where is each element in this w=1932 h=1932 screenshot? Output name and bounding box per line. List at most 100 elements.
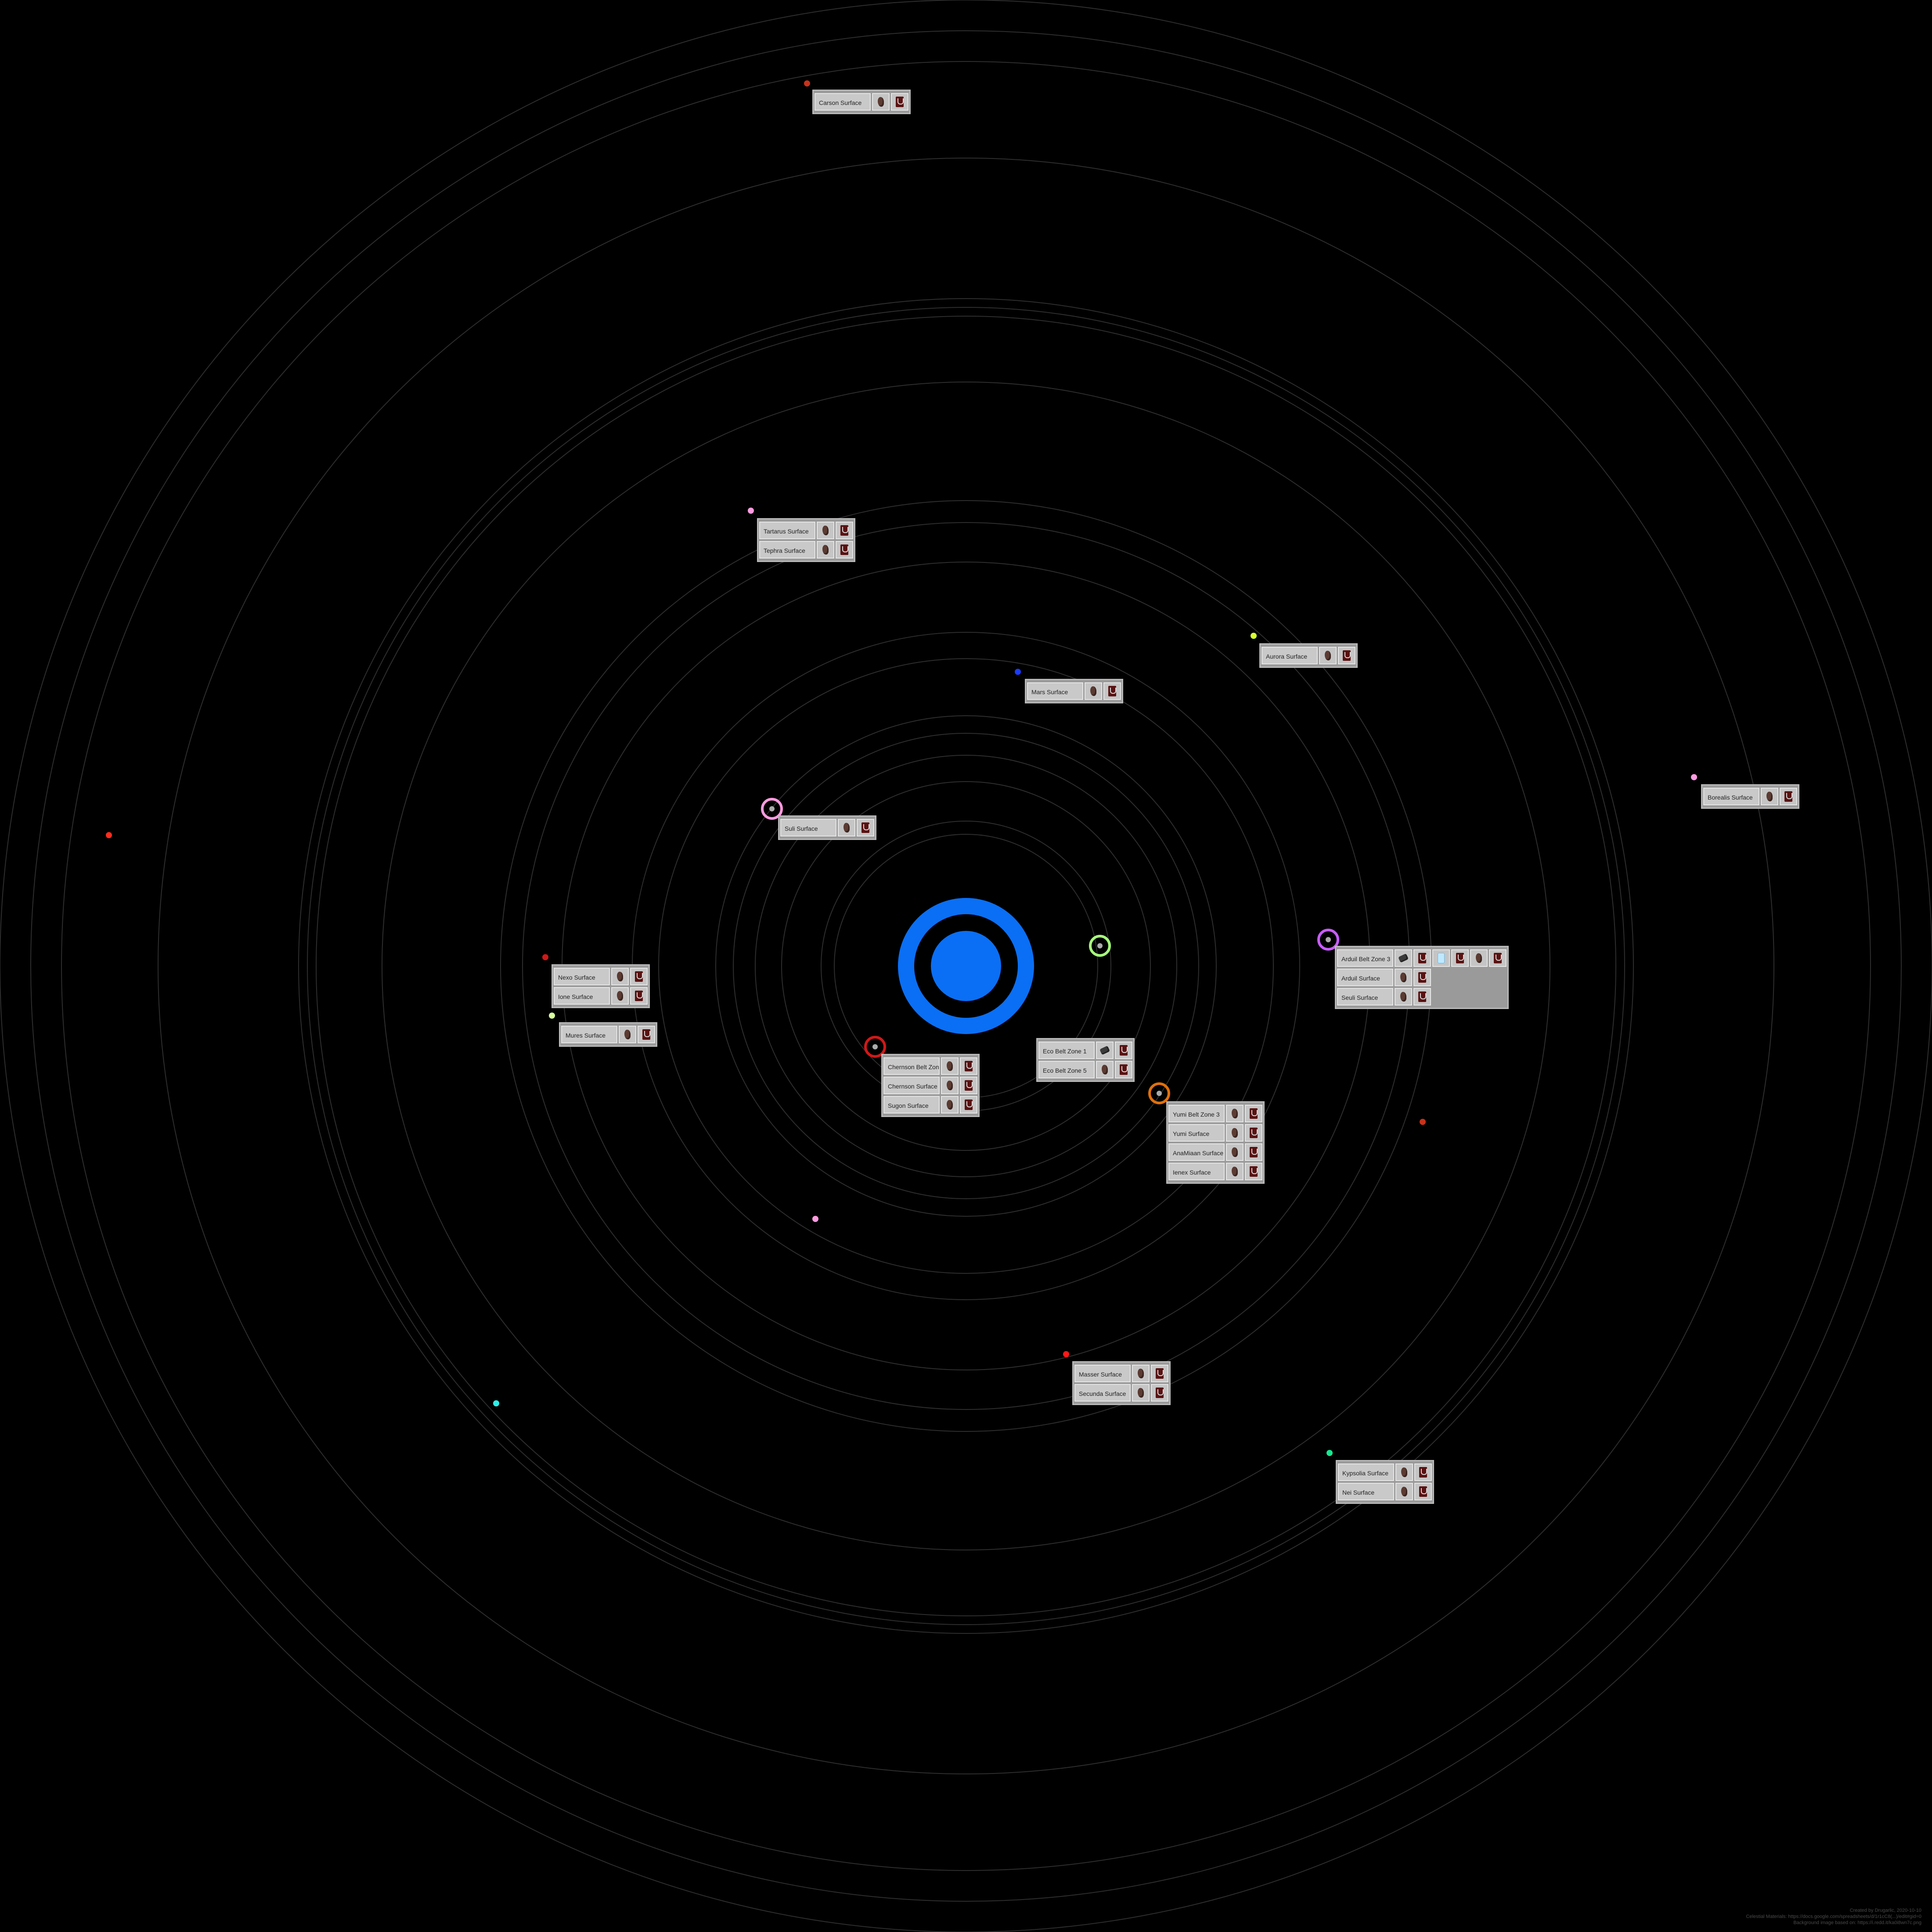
location-row[interactable]: Ienex Surface [1168,1162,1262,1181]
deposit-icon [1451,949,1469,967]
location-row[interactable]: Arduil Belt Zone 3 [1337,949,1507,967]
location-row[interactable]: Arduil Surface [1337,968,1507,987]
location-row[interactable]: Tartarus Surface [759,521,853,540]
resource-card: Mures Surface [559,1022,657,1047]
location-label: Tephra Surface [759,541,815,559]
ore-icon [817,522,834,539]
ore-icon [1226,1105,1244,1122]
ore-icon [1761,788,1778,805]
credit-line: Background image based on: https://i.red… [1793,1920,1921,1925]
location-row[interactable]: Ione Surface [554,987,648,1005]
deposit-icon [630,987,648,1005]
ore-icon [1132,1384,1150,1402]
ore-icon [1096,1042,1114,1059]
planet-marker[interactable] [549,1013,555,1019]
ore-icon [1226,1143,1244,1161]
planet-marker[interactable] [1691,774,1697,780]
location-row[interactable]: Aurora Surface [1262,646,1355,665]
ore-icon [1132,1365,1150,1382]
planet-marker[interactable] [1063,1351,1069,1357]
location-label: AnaMiaan Surface [1168,1143,1225,1161]
location-label: Chernson Belt Zone 1 [883,1057,940,1075]
credit-line: Created by Drugarlic, 2020-10-10 [1849,1908,1921,1913]
orbit-ring [781,781,1151,1151]
location-row[interactable]: Yumi Belt Zone 3 [1168,1104,1262,1123]
deposit-icon [1115,1061,1132,1078]
planet-marker[interactable] [1251,633,1257,639]
location-row[interactable]: Mures Surface [561,1025,655,1044]
location-row[interactable]: Mars Surface [1027,682,1121,700]
planet-marker[interactable] [812,1216,818,1222]
planet-marker[interactable] [493,1400,499,1406]
credit-line: Celestial Materials: https://docs.google… [1746,1914,1921,1919]
location-row[interactable]: Carson Surface [815,93,908,111]
planet-marker[interactable] [1089,935,1111,957]
orbit-ring [61,61,1871,1871]
ore-icon [611,987,629,1005]
deposit-icon [630,968,648,985]
planet-marker[interactable] [1420,1119,1426,1125]
planet-marker[interactable] [864,1036,886,1058]
location-row[interactable]: Yumi Surface [1168,1124,1262,1142]
location-row[interactable]: Secunda Surface [1074,1384,1168,1402]
location-row[interactable]: Chernson Surface [883,1076,977,1095]
location-row[interactable]: Eco Belt Zone 5 [1038,1060,1132,1079]
location-label: Aurora Surface [1262,647,1318,664]
planet-marker[interactable] [748,508,754,514]
ore-icon [872,93,890,111]
deposit-icon [1489,949,1507,967]
planet-marker[interactable] [1015,669,1021,675]
orbit-ring [715,715,1217,1217]
resource-card: Mars Surface [1025,679,1123,703]
location-label: Secunda Surface [1074,1384,1131,1402]
deposit-icon [1151,1384,1168,1402]
planet-marker[interactable] [1148,1082,1170,1104]
location-row[interactable]: Suli Surface [780,818,874,837]
location-row[interactable]: Kypsolia Surface [1338,1463,1432,1481]
location-row[interactable]: Eco Belt Zone 1 [1038,1041,1132,1060]
location-row[interactable]: Tephra Surface [759,541,853,559]
planet-marker[interactable] [804,80,810,87]
location-row[interactable]: AnaMiaan Surface [1168,1143,1262,1161]
location-label: Seuli Surface [1337,988,1393,1006]
deposit-icon [1245,1105,1262,1122]
ore-icon [1085,682,1102,700]
ore-icon [611,968,629,985]
location-label: Nei Surface [1338,1483,1394,1500]
location-row[interactable]: Masser Surface [1074,1364,1168,1383]
planet-marker[interactable] [761,798,783,820]
location-label: Eco Belt Zone 1 [1038,1042,1095,1059]
resource-card: Carson Surface [812,90,911,114]
planet-marker[interactable] [542,954,548,960]
orbit-ring [733,733,1199,1199]
location-row[interactable]: Borealis Surface [1703,787,1797,806]
planet-marker[interactable] [1317,929,1339,951]
location-row[interactable]: Sugon Surface [883,1096,977,1114]
location-label: Kypsolia Surface [1338,1463,1394,1481]
planet-marker[interactable] [1326,1450,1333,1456]
location-label: Carson Surface [815,93,871,111]
deposit-icon [1245,1163,1262,1180]
ore-icon [941,1096,959,1114]
location-label: Chernson Surface [883,1077,940,1094]
location-row[interactable]: Nei Surface [1338,1482,1432,1501]
planet-marker[interactable] [106,832,112,838]
location-label: Sugon Surface [883,1096,940,1114]
celestial-bodies [106,80,1697,1456]
location-row[interactable]: Chernson Belt Zone 1 [883,1057,977,1075]
deposit-icon [1245,1124,1262,1142]
deposit-icon [1413,949,1431,967]
deposit-icon [960,1096,977,1114]
crystal-icon [1432,949,1450,967]
location-row[interactable]: Nexo Surface [554,967,648,986]
deposit-icon [857,819,874,836]
deposit-icon [1413,988,1431,1006]
location-row[interactable]: Seuli Surface [1337,988,1507,1006]
orbit-ring [307,307,1625,1625]
